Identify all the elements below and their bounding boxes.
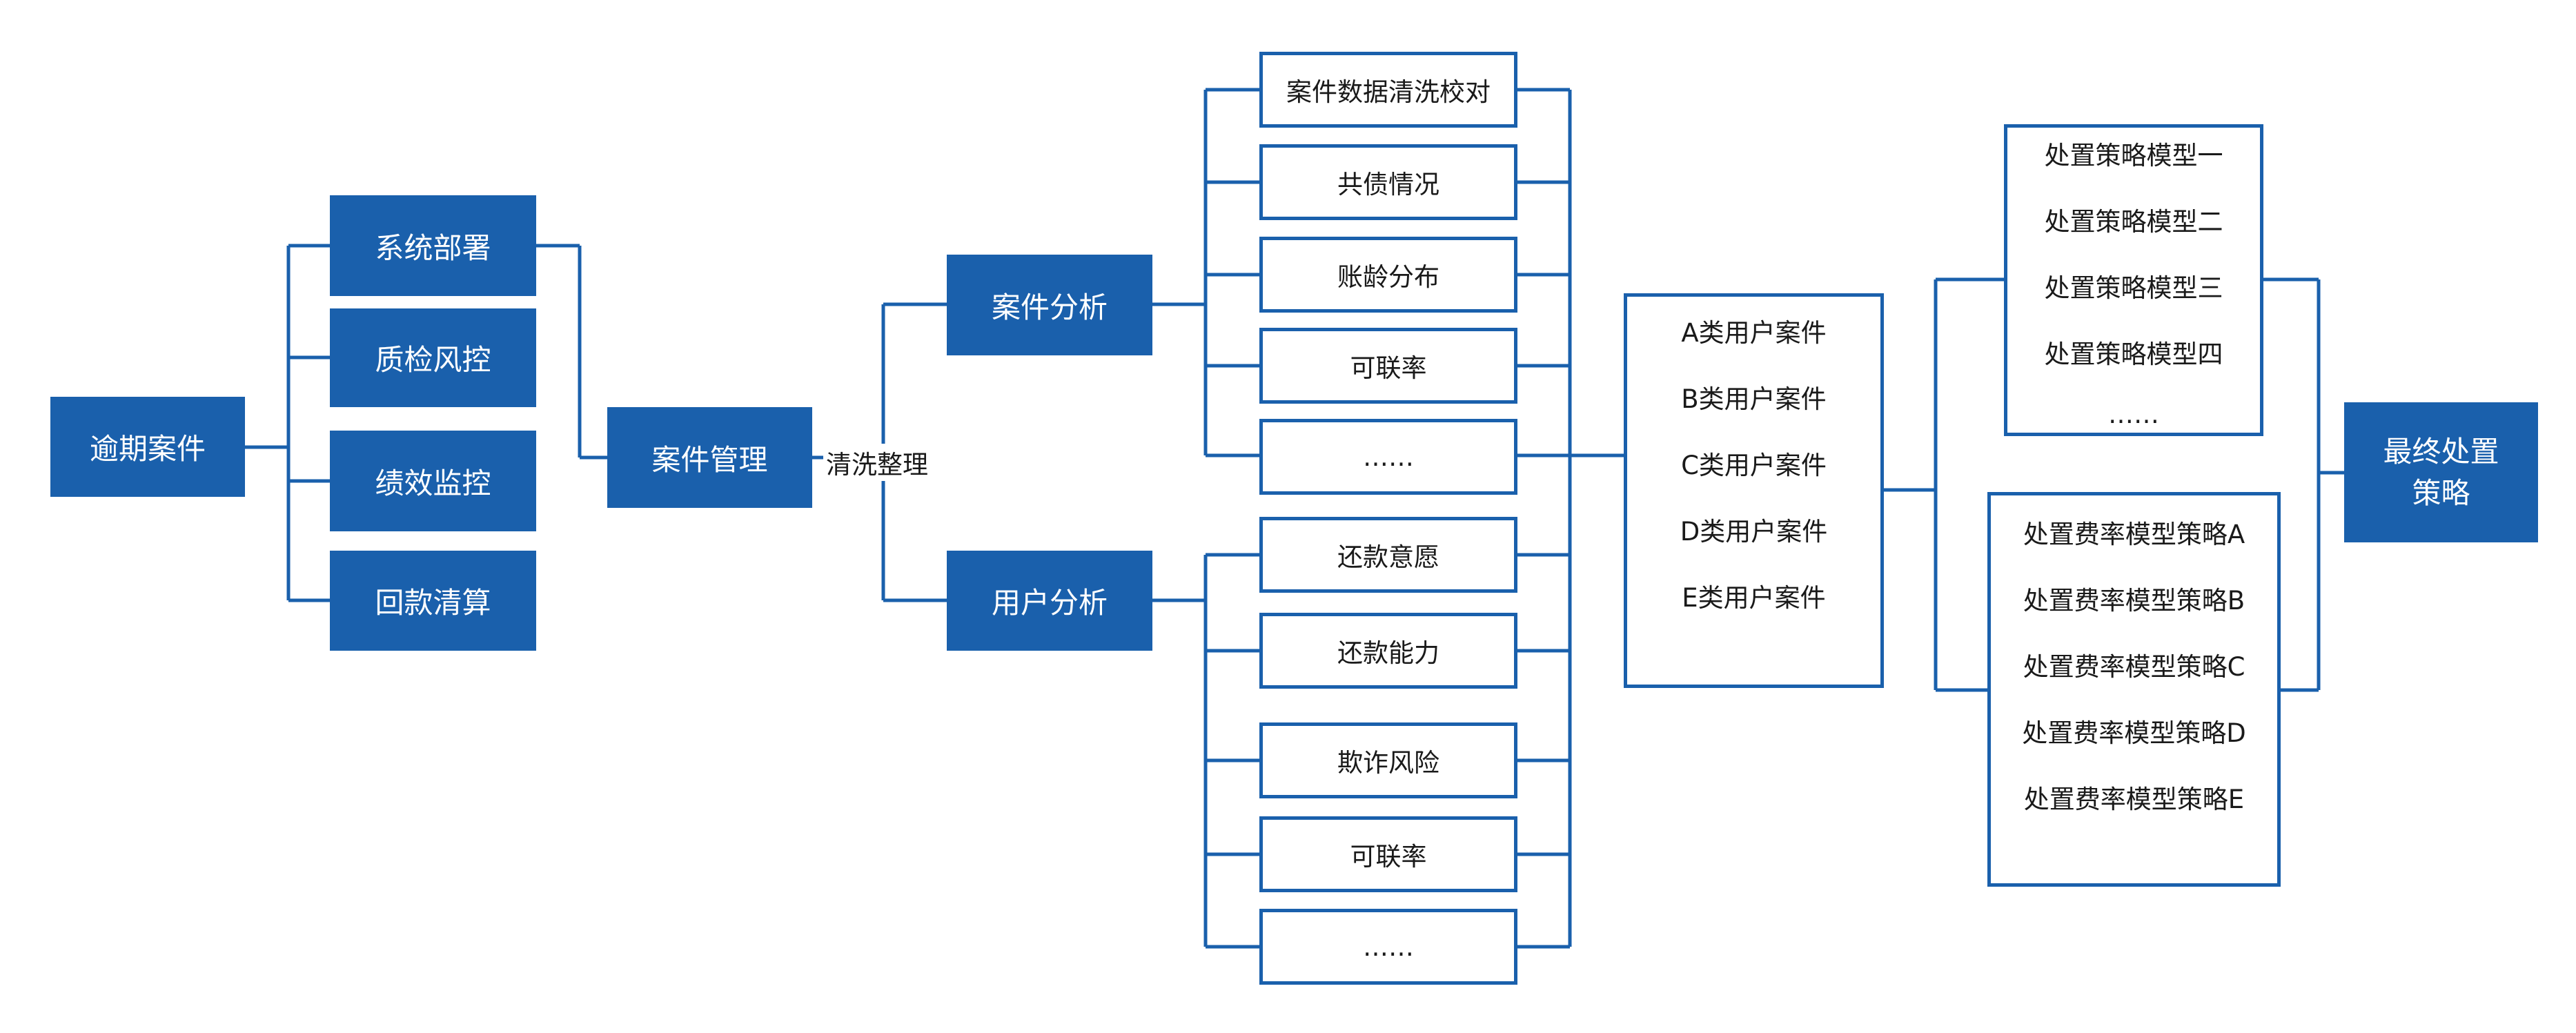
list-item-user-class-c: C类用户案件: [1681, 451, 1827, 480]
list-item-rate-strategy-a: 处置费率模型策略A: [2023, 520, 2245, 549]
list-item-rate-strategy-e: 处置费率模型策略E: [2023, 785, 2245, 814]
node-aging-distribution: 账龄分布: [1259, 237, 1517, 313]
list-item-rate-strategy-d: 处置费率模型策略D: [2022, 718, 2246, 748]
node-root-label: 逾期案件: [89, 432, 206, 466]
list-item-strategy-model-4: 处置策略模型四: [2044, 340, 2223, 369]
edge-label-clean-organize: 清洗整理: [823, 444, 931, 481]
list-item-user-class-a: A类用户案件: [1681, 318, 1827, 348]
list-item-user-class-b: B类用户案件: [1681, 384, 1827, 414]
node-label: 账龄分布: [1337, 262, 1439, 292]
node-label: 案件分析: [991, 290, 1108, 324]
node-final-strategy: 最终处置 策略: [2344, 402, 2538, 542]
node-case-data-cleaning: 案件数据清洗校对: [1259, 52, 1517, 128]
node-repayment-ability: 还款能力: [1259, 613, 1517, 689]
node-rate-strategy-list: 处置费率模型策略A 处置费率模型策略B 处置费率模型策略C 处置费率模型策略D …: [1987, 492, 2281, 887]
node-user-class-list: A类用户案件 B类用户案件 C类用户案件 D类用户案件 E类用户案件: [1624, 293, 1884, 688]
node-user-contact-rate: 可联率: [1259, 816, 1517, 892]
node-strategy-model-list: 处置策略模型一 处置策略模型二 处置策略模型三 处置策略模型四 ……: [2004, 124, 2263, 436]
node-root-overdue-cases: 逾期案件: [50, 397, 245, 497]
node-user-ellipsis: ……: [1259, 909, 1517, 985]
node-label: ……: [1363, 932, 1414, 962]
node-system-deployment: 系统部署: [330, 195, 536, 296]
list-item-strategy-model-1: 处置策略模型一: [2044, 141, 2223, 170]
node-case-ellipsis: ……: [1259, 419, 1517, 495]
node-label: ……: [1363, 442, 1414, 472]
node-label: 质检风控: [375, 343, 491, 377]
edge-label-text: 清洗整理: [826, 450, 928, 480]
list-item-rate-strategy-b: 处置费率模型策略B: [2023, 586, 2245, 616]
node-user-analysis: 用户分析: [947, 551, 1152, 651]
list-item-strategy-model-2: 处置策略模型二: [2044, 207, 2223, 237]
node-contact-rate: 可联率: [1259, 328, 1517, 404]
node-label: 还款意愿: [1337, 542, 1439, 572]
node-label: 还款能力: [1337, 638, 1439, 668]
node-final-line-1: 最终处置: [2383, 434, 2499, 469]
list-item-user-class-d: D类用户案件: [1680, 517, 1828, 547]
node-label: 案件管理: [651, 442, 768, 477]
list-item-strategy-model-3: 处置策略模型三: [2044, 273, 2223, 303]
node-final-line-2: 策略: [2412, 475, 2470, 510]
list-item-strategy-model-ellipsis: ……: [2108, 400, 2159, 429]
node-performance-monitoring: 绩效监控: [330, 431, 536, 531]
node-quality-risk-control: 质检风控: [330, 308, 536, 407]
node-label: 案件数据清洗校对: [1286, 77, 1491, 107]
node-label: 绩效监控: [375, 466, 491, 500]
node-label: 系统部署: [375, 230, 491, 265]
node-case-analysis: 案件分析: [947, 255, 1152, 355]
node-label: 共债情况: [1337, 170, 1439, 199]
list-item-rate-strategy-c: 处置费率模型策略C: [2023, 652, 2245, 682]
node-case-management: 案件管理: [607, 407, 812, 508]
node-label: 可联率: [1350, 353, 1427, 383]
node-co-debt-status: 共债情况: [1259, 144, 1517, 220]
list-item-user-class-e: E类用户案件: [1682, 583, 1826, 613]
node-label: 回款清算: [375, 586, 491, 620]
node-label: 用户分析: [991, 586, 1108, 620]
node-label: 欺诈风险: [1337, 748, 1439, 778]
node-label: 可联率: [1350, 842, 1427, 872]
node-fraud-risk: 欺诈风险: [1259, 722, 1517, 798]
node-repayment-willingness: 还款意愿: [1259, 517, 1517, 593]
node-payment-settlement: 回款清算: [330, 551, 536, 651]
